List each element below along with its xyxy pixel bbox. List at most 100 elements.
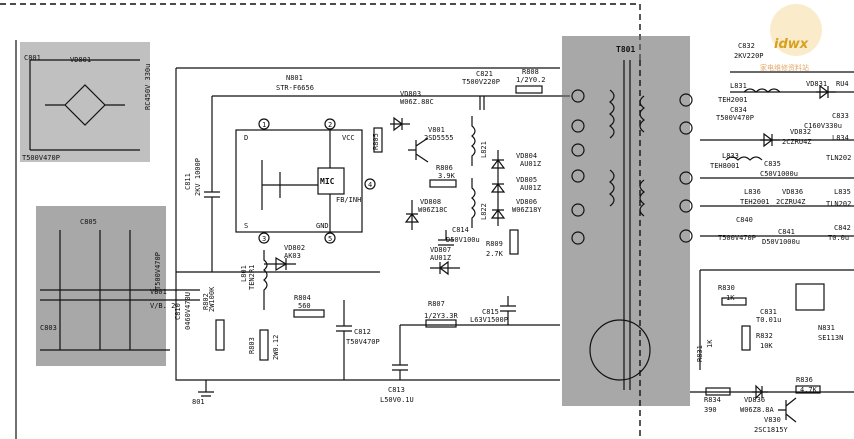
vd802-label: VD802 (284, 244, 305, 252)
c833-value: C160V330u (804, 122, 842, 130)
ground-symbol (198, 380, 214, 397)
r836-value: 4.7K (800, 386, 818, 394)
l801-value: TEN2R1 (248, 265, 256, 290)
ic-mosfet (261, 160, 318, 210)
vd802-symbol (264, 256, 296, 272)
ic-pin-5: 5 (324, 232, 336, 244)
r802-symbol (215, 319, 225, 351)
ic-d-label: D (244, 134, 248, 142)
c814-value: D50V100u (446, 236, 480, 244)
vb1-label: VB01 (150, 288, 167, 296)
vd808-symbol (404, 200, 420, 230)
ic-pin-2: 2 (324, 118, 336, 130)
c831-value: T0.01u (756, 316, 781, 324)
transformer-primary-winding (609, 89, 615, 207)
l835-label: L835 (834, 188, 851, 196)
c812-symbol (336, 300, 352, 380)
c842-value: T0.0u (828, 234, 849, 242)
l836-value: TEH2001 (740, 198, 770, 206)
vd836b-label: VD836 (744, 396, 765, 404)
r806-value: 3.9K (438, 172, 456, 180)
l822-coil (471, 178, 476, 228)
c810-label: C810 (174, 303, 182, 320)
r808-label: R808 (522, 68, 539, 76)
r831-value: 1K (706, 339, 714, 348)
r832-label: R832 (756, 332, 773, 340)
l821-label: L821 (480, 141, 488, 158)
vd808-label: VD808 (420, 198, 441, 206)
vd836b-symbol (752, 384, 768, 400)
c815-symbol (500, 296, 516, 325)
c812-label: C812 (354, 328, 371, 336)
shaded-filter-block (36, 206, 166, 366)
r803-value: 2W0.12 (272, 335, 280, 360)
c832-label: C832 (738, 42, 755, 50)
c810-value: 0460V470U (184, 292, 192, 330)
ic-fb-label: FB/INH (336, 196, 361, 204)
dashed-border-top (0, 3, 641, 60)
c813-symbol (392, 325, 408, 380)
c812-value: T50V470P (346, 338, 380, 346)
c815-value: L63V1500P (470, 316, 508, 324)
vd836-label: VD836 (782, 188, 803, 196)
c814-symbol (438, 230, 454, 246)
l822-label: L822 (480, 203, 488, 220)
ic-gnd-label: GND (316, 222, 329, 230)
v801-value: 2SD5555 (424, 134, 454, 142)
ic-mic-label: MIC (320, 177, 335, 186)
vd832-value: 2CZRU4Z (782, 138, 812, 146)
l831-label: L831 (730, 82, 747, 90)
rectifier-wire (29, 59, 140, 151)
transformer-primary-pins (571, 89, 585, 245)
vd804-symbol (490, 150, 506, 176)
c821-value: T500V220P (462, 78, 500, 86)
c801-ref: C801 (24, 54, 41, 62)
v830-value: 2SC1815Y (754, 426, 789, 434)
c813-label: C813 (388, 386, 405, 394)
shaded-rectifier-block (20, 42, 150, 162)
vd807-value: AU01Z (430, 254, 451, 262)
ic-mic-box (317, 167, 345, 195)
ic-vcc-label: VCC (342, 134, 355, 142)
c815-label: C815 (482, 308, 499, 316)
c813-value: L50V0.1U (380, 396, 414, 404)
r830-label: R830 (718, 284, 735, 292)
c841-label: C841 (778, 228, 795, 236)
c811-value: 2KV 1000P (194, 158, 202, 196)
vd832-label: VD832 (790, 128, 811, 136)
r806-symbol (429, 179, 457, 188)
r806-label: R806 (436, 164, 453, 172)
l801-coil (263, 250, 268, 310)
vd804-value: AU01Z (520, 160, 541, 168)
r809-symbol (509, 229, 519, 255)
c835-label: C835 (764, 160, 781, 168)
l833-coil (725, 156, 763, 161)
l821-coil (471, 116, 476, 166)
feedback-box (699, 269, 854, 370)
ic-pin-1: 1 (258, 118, 270, 130)
r830-symbol (721, 297, 747, 306)
v830-label: V830 (764, 416, 781, 424)
vd803-label: VD803 (400, 90, 421, 98)
vd831-label: VD831 (806, 80, 827, 88)
c803-ref: C803 (40, 324, 57, 332)
ic-s-label: S (244, 222, 248, 230)
l835-value: TLN202 (826, 200, 851, 208)
vd804-label: VD804 (516, 152, 537, 160)
secondary-wire-3 (700, 205, 854, 237)
r803-symbol (259, 329, 269, 361)
c833-label: C833 (832, 112, 849, 120)
c801-cap-value: RC450V 330u (144, 64, 152, 110)
transformer-secondary-pins (679, 93, 693, 243)
vd803-value: W06Z.88C (400, 98, 434, 106)
vd801-ref: VD801 (70, 56, 91, 64)
c806-value: T500V470P (154, 252, 162, 290)
ic-n801-body (235, 129, 363, 233)
r832-value: 10K (760, 342, 773, 350)
r834-symbol (705, 387, 731, 396)
ic-pin-4: 4 (364, 178, 376, 190)
vd802-value: AK03 (284, 252, 301, 260)
c821-label: C821 (476, 70, 493, 78)
r802-value: 2W100K (208, 286, 216, 312)
